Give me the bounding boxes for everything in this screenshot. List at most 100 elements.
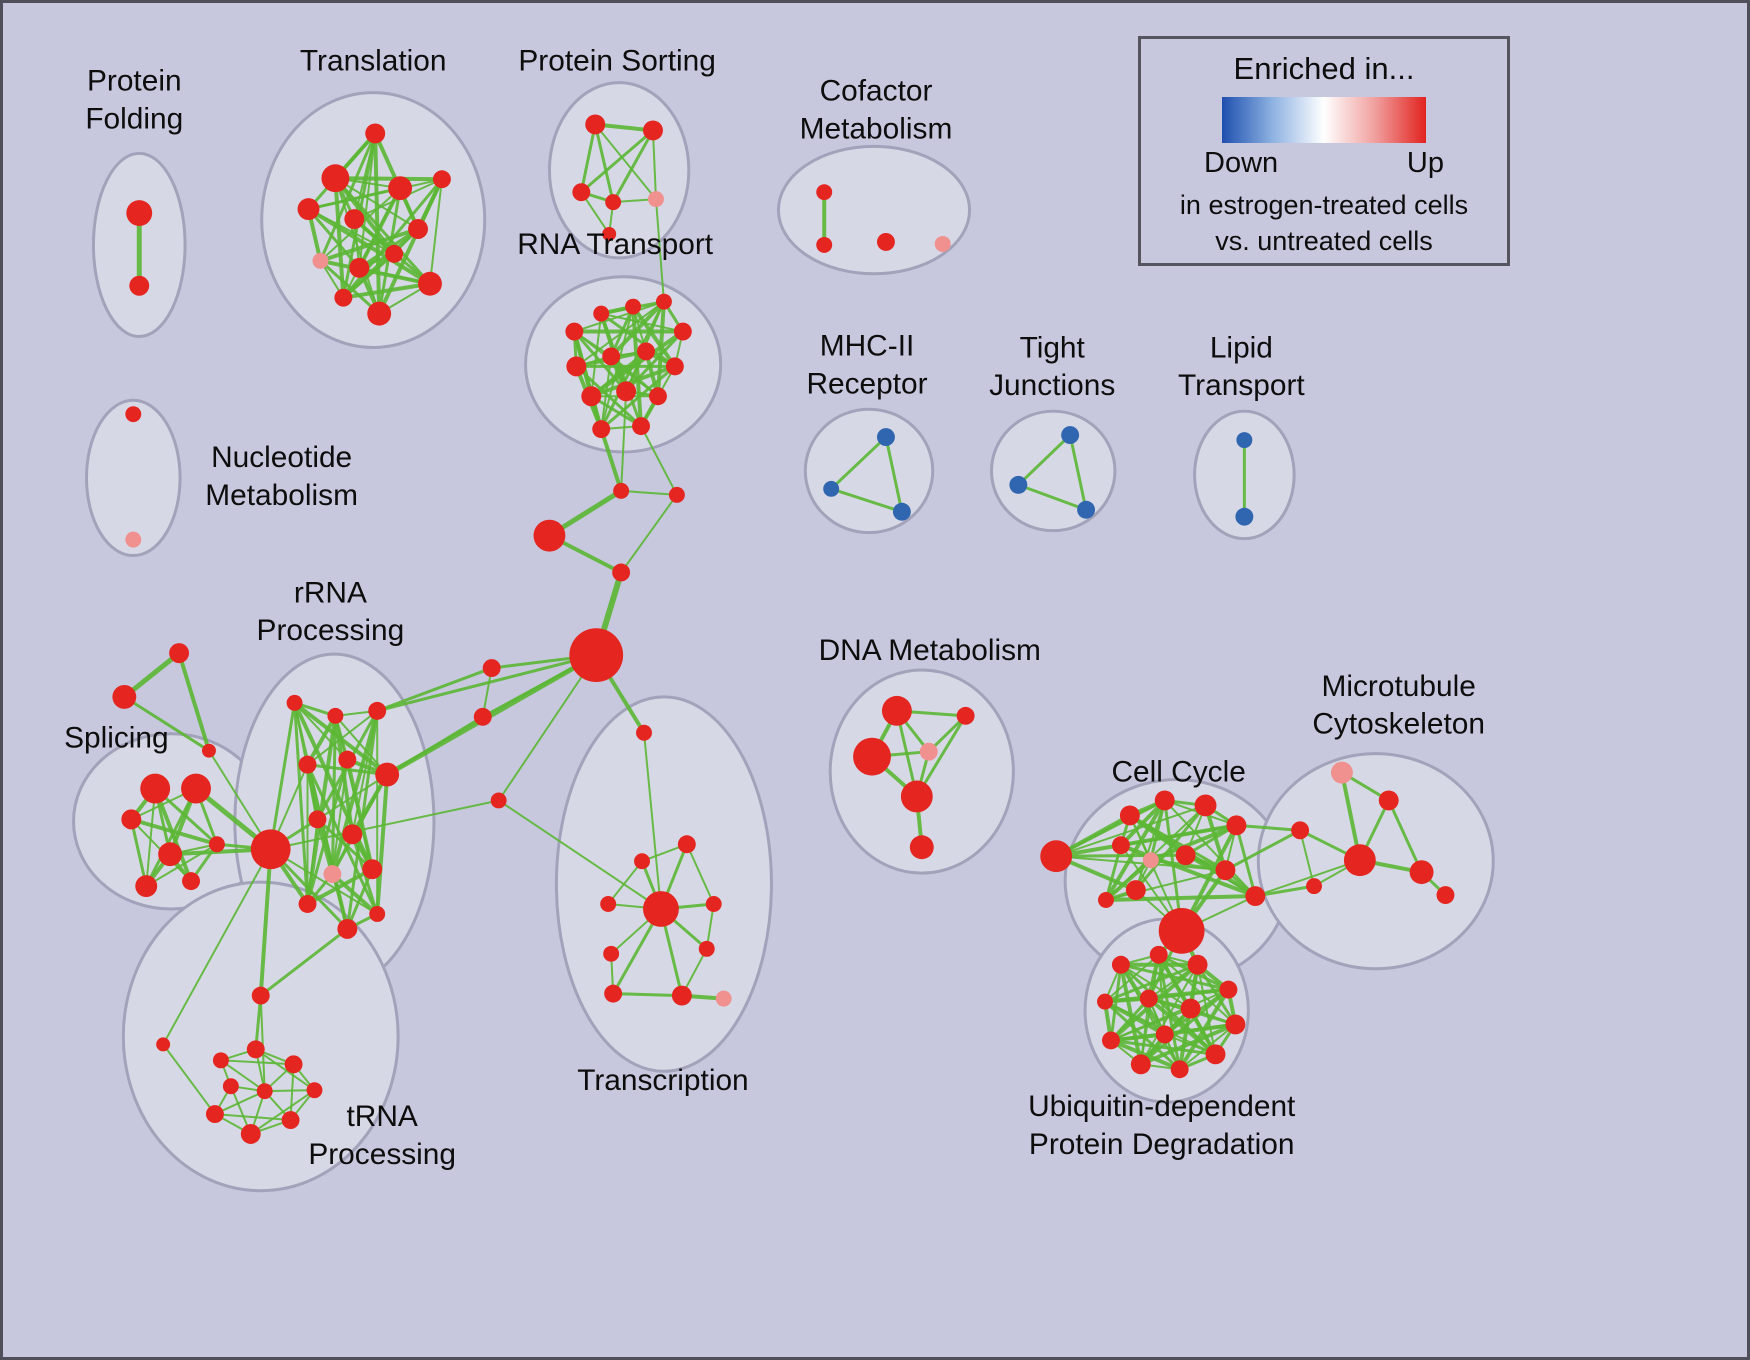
node-microtubule_cytoskeleton-0 (1330, 761, 1353, 784)
node-nucleotide_metabolism-1 (125, 531, 142, 548)
node-mhc_ii_receptor-1 (823, 480, 840, 497)
node-protein_sorting-4 (648, 191, 664, 208)
node-cofactor_metabolism-2 (876, 232, 895, 251)
node-ubiquitin_degradation-2 (1187, 954, 1208, 975)
node-rna_transport-1 (593, 305, 610, 322)
node-splicing-1 (181, 773, 211, 804)
edge-mhc_ii_receptor (829, 487, 904, 514)
edge-rrna_processing (315, 817, 335, 877)
node-dna_metabolism-2 (853, 737, 891, 776)
edge-tight_junctions (1068, 433, 1088, 512)
node-translation-5 (344, 209, 365, 229)
node-trna_processing-9 (256, 1083, 273, 1100)
edge-protein_sorting (579, 122, 597, 194)
node-cell_cycle-4 (1226, 815, 1247, 836)
edge-trna_processing (213, 1113, 292, 1122)
node-connectors-9 (112, 684, 137, 709)
edge-cell_cycle (1119, 824, 1238, 847)
node-dna_metabolism-0 (881, 695, 912, 726)
node-translation-0 (365, 123, 386, 144)
node-trna_processing-0 (251, 986, 270, 1005)
node-protein_sorting-2 (572, 183, 591, 202)
node-microtubule_cytoskeleton-4 (1409, 860, 1434, 885)
edge-translation (428, 178, 443, 285)
node-microtubule_cytoskeleton-2 (1291, 821, 1310, 840)
node-trna_processing-8 (222, 1078, 239, 1095)
edge-rrna_processing (330, 714, 337, 876)
edge-ubiquitin_degradation (1109, 1038, 1217, 1056)
legend-caption-line2: vs. untreated cells (1215, 225, 1433, 256)
edge-microtubule_cytoskeleton (1387, 798, 1424, 874)
cluster-ellipse-cofactor_metabolism (776, 144, 972, 276)
node-tight_junctions-2 (1077, 500, 1096, 519)
legend: Enriched in... Down Up in estrogen-treat… (1138, 36, 1510, 266)
node-translation-4 (432, 170, 451, 189)
edge-rna_transport (575, 300, 665, 368)
edge-cell_cycle (1134, 803, 1208, 892)
cluster-ellipse-nucleotide_metabolism (85, 398, 182, 558)
cluster-label-splicing: Splicing (64, 722, 169, 755)
edge-cell_cycle (1103, 858, 1153, 903)
node-cofactor_metabolism-1 (816, 236, 833, 253)
node-connectors-6 (473, 707, 492, 726)
node-cell_cycle-8 (1215, 860, 1236, 881)
node-microtubule_cytoskeleton-3 (1343, 844, 1376, 877)
edge-trna_processing (162, 1043, 216, 1116)
cluster-ellipse-microtubule_cytoskeleton (1256, 752, 1495, 971)
edge-rrna_processing (316, 773, 389, 821)
node-lipid_transport-1 (1235, 507, 1254, 526)
node-mhc_ii_receptor-2 (892, 502, 911, 521)
edge-inter (269, 799, 500, 851)
edge-translation (333, 176, 444, 182)
edge-inter (258, 847, 273, 998)
edge-rrna_processing (306, 763, 379, 916)
node-microtubule_cytoskeleton-5 (1436, 886, 1455, 905)
node-splicing-5 (182, 872, 200, 891)
cluster-ellipse-trna_processing (121, 880, 400, 1193)
edge-transcription (607, 860, 644, 906)
edge-cell_cycle (1118, 798, 1167, 848)
node-rna_transport-5 (566, 356, 587, 377)
node-connectors-0 (613, 482, 630, 499)
node-trna_processing-1 (212, 1052, 229, 1069)
node-rrna_processing-2 (368, 701, 387, 720)
edge-ubiquitin_degradation (1108, 1032, 1167, 1043)
edge-connectors (122, 695, 211, 753)
legend-down-label: Down (1204, 147, 1279, 179)
node-rna_transport-4 (673, 322, 692, 341)
edge-cell_cycle (1055, 804, 1207, 858)
node-connectors-4 (569, 628, 624, 682)
edge-rrna_processing (330, 872, 380, 916)
node-rrna_processing-3 (298, 755, 317, 774)
node-rrna_processing-10 (362, 859, 383, 880)
edge-mhc_ii_receptor (884, 435, 904, 514)
cluster-label-protein_sorting: Protein Sorting (518, 45, 716, 78)
edge-translation (358, 266, 431, 285)
node-ubiquitin_degradation-11 (1180, 998, 1201, 1019)
edge-inter (620, 390, 628, 492)
edge-cell_cycle (1163, 799, 1257, 898)
node-connectors-1 (533, 519, 566, 552)
node-rna_transport-13 (632, 417, 650, 436)
node-rna_transport-2 (625, 298, 642, 315)
edge-rrna_processing (306, 818, 319, 906)
node-rrna_processing-1 (327, 707, 344, 724)
edge-connectors (620, 489, 678, 496)
node-rrna_processing-9 (323, 865, 342, 884)
cluster-ellipse-rna_transport (524, 275, 723, 454)
edge-rrna_processing (315, 817, 374, 871)
edge-rna_transport (609, 299, 666, 359)
edge-rna_transport (631, 304, 677, 369)
edge-rrna_processing (345, 867, 374, 931)
edge-trna_processing (213, 1090, 266, 1116)
node-ubiquitin_degradation-10 (1139, 989, 1158, 1008)
node-translation-2 (297, 198, 320, 221)
edge-inter (259, 927, 349, 998)
node-cell_cycle-10 (1098, 892, 1114, 908)
node-connectors-5 (482, 659, 501, 678)
edge-trna_processing (289, 1063, 295, 1122)
legend-up-label: Up (1406, 147, 1444, 179)
node-rna_transport-0 (565, 322, 584, 341)
